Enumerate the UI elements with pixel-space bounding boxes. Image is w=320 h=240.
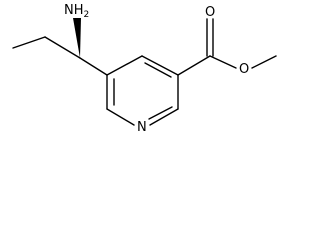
carbonyl-oxygen-label: O — [205, 5, 215, 20]
bond-ring-to-carbonyl — [177, 55, 211, 76]
amine-label: NH2 — [64, 3, 89, 20]
bond-chiral-to-ring — [79, 57, 108, 76]
ring-nitrogen-label: N — [137, 120, 147, 135]
amine-count: 2 — [84, 10, 90, 20]
ring-bond-c4-c3 — [141, 55, 179, 76]
ring-bond-c2-n — [149, 108, 179, 126]
amine-h: H — [74, 3, 84, 18]
ring-bond-c5-c4 — [106, 55, 143, 76]
pyridine-ring — [106, 55, 179, 126]
bond-ethyl-methyl — [12, 36, 46, 49]
bond-carbonyl-to-oxygen — [209, 55, 237, 69]
ester-oxygen-label: O — [239, 62, 249, 77]
molecule-diagram: NH2 O O N — [12, 3, 277, 135]
bond-oxygen-to-methyl — [251, 55, 277, 69]
ester-group — [177, 18, 277, 76]
ring-bond-n-c6 — [106, 108, 135, 126]
bond-ethyl-ch2 — [44, 36, 81, 59]
stereo-wedge-bond — [73, 18, 81, 58]
ethyl-chain — [12, 36, 81, 59]
structure-svg: NH2 O O N — [12, 3, 277, 135]
ring-double-bond-2 — [148, 106, 173, 120]
amine-n: N — [64, 3, 74, 18]
ring-double-bond-1 — [144, 62, 172, 78]
